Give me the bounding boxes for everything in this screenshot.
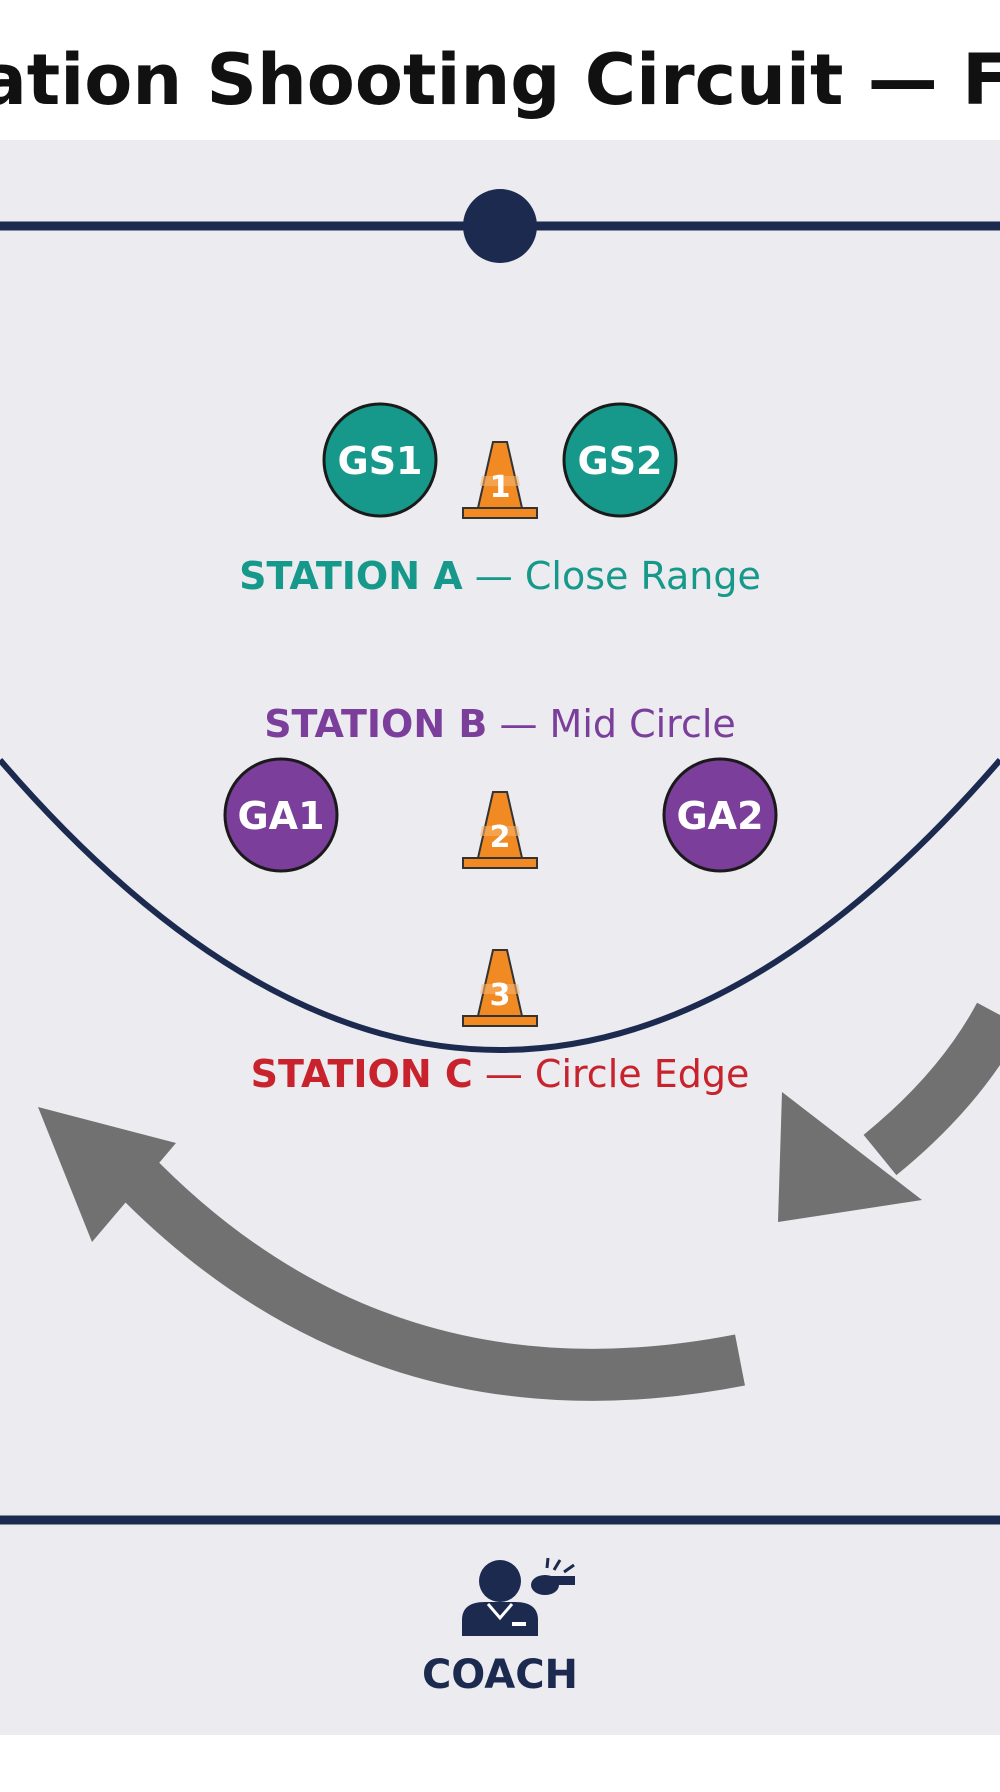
player-ga1: GA1 (223, 757, 339, 873)
svg-text:GS1: GS1 (338, 439, 423, 483)
svg-text:GA2: GA2 (676, 794, 763, 838)
rotation-arrow-left (38, 1107, 745, 1401)
station-a-desc: Close Range (524, 554, 761, 598)
goal-post (463, 189, 537, 263)
cone-2: 2 (462, 791, 538, 869)
station-a-label: STATION A — Close Range (200, 554, 800, 598)
station-b-label: STATION B — Mid Circle (200, 702, 800, 746)
station-c-name: STATION C (250, 1052, 473, 1096)
svg-text:3: 3 (490, 978, 511, 1013)
player-gs2: GS2 (562, 402, 678, 518)
rotation-arrow-right (778, 1002, 1000, 1222)
station-a-separator: — (462, 554, 525, 598)
svg-text:1: 1 (490, 470, 511, 505)
player-gs1: GS1 (322, 402, 438, 518)
svg-text:2: 2 (490, 820, 511, 855)
court-background (0, 140, 1000, 1735)
cone-1: 1 (462, 441, 538, 519)
coach-label: COACH (421, 1652, 579, 1698)
player-ga2: GA2 (662, 757, 778, 873)
station-b-separator: — (487, 702, 550, 746)
station-c-separator: — (472, 1052, 535, 1096)
shooting-circle-arc (0, 758, 1000, 1053)
station-b-name: STATION B (264, 702, 488, 746)
station-b-desc: Mid Circle (549, 702, 736, 746)
station-c-label: STATION C — Circle Edge (200, 1052, 800, 1096)
cone-3: 3 (462, 949, 538, 1027)
station-a-name: STATION A (239, 554, 463, 598)
page-title: Station Shooting Circuit — Full (0, 39, 1000, 121)
coach-whistle-icon (462, 1557, 575, 1636)
svg-text:GS2: GS2 (578, 439, 663, 483)
svg-text:GA1: GA1 (237, 794, 324, 838)
station-c-desc: Circle Edge (534, 1052, 750, 1096)
